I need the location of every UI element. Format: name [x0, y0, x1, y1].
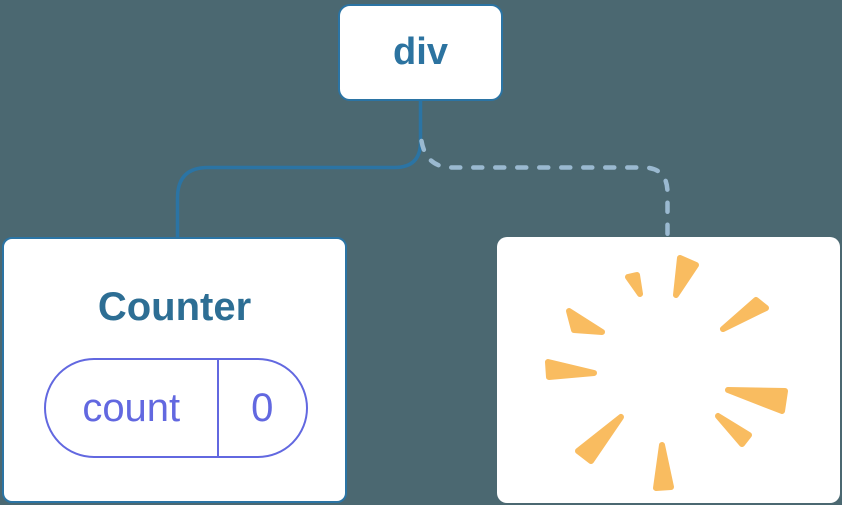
poof-ray-upper-left — [566, 308, 605, 335]
tree-node-removed — [497, 237, 840, 503]
counter-component-title: Counter — [97, 285, 252, 329]
poof-ray-bottom — [653, 442, 674, 491]
poof-ray-lower-left — [575, 414, 624, 464]
poof-ray-upper-right — [720, 297, 769, 332]
connector-div-to-removed-dashed — [419, 138, 670, 241]
poof-ray-left — [545, 359, 597, 380]
poof-icon — [545, 255, 788, 491]
connector-div-to-counter — [175, 98, 423, 242]
state-name-label: count — [46, 360, 219, 456]
tree-node-div: div — [338, 4, 503, 101]
poof-ray-right — [725, 387, 788, 414]
poof-ray-top-left-small — [625, 272, 643, 297]
poof-ray-lower-right — [715, 413, 752, 447]
state-value-label: 0 — [251, 386, 274, 430]
poof-ray-top — [673, 255, 699, 298]
state-pill: count 0 — [44, 358, 308, 458]
tree-node-counter: Counter count 0 — [2, 237, 347, 503]
div-node-label: div — [393, 30, 448, 73]
